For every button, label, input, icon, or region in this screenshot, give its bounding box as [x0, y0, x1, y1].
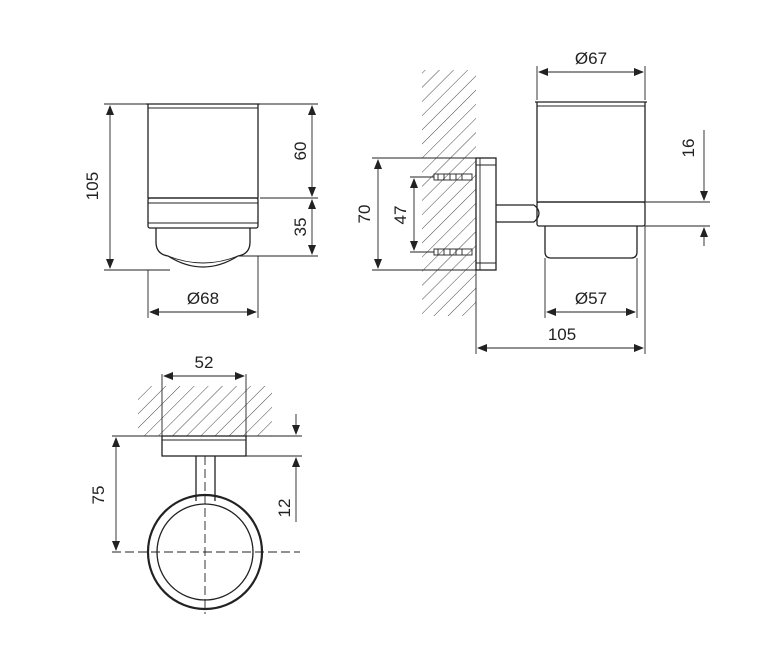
dim-side-projection: 105	[548, 325, 576, 344]
dim-side-bottom-diameter: Ø57	[575, 289, 607, 308]
dim-side-plate-height: 70	[355, 205, 374, 224]
side-ring-holder	[536, 201, 646, 227]
side-cup-bottom	[544, 226, 638, 259]
dim-side-ring-height: 16	[679, 139, 698, 158]
side-view: Ø67 16 70 47 Ø57 105	[355, 49, 710, 354]
top-wall-plate	[161, 435, 247, 457]
side-wall-hatch	[422, 70, 476, 316]
dim-side-top-diameter: Ø67	[575, 49, 607, 68]
side-glass-cup	[536, 102, 646, 203]
dim-front-cup-height: 60	[291, 142, 310, 161]
dim-front-holder-height: 35	[291, 218, 310, 237]
side-arm	[496, 204, 534, 223]
dim-top-plate-width: 52	[195, 353, 214, 372]
side-wall-plate	[475, 157, 497, 271]
top-view: 52 75 12	[89, 353, 302, 614]
front-ring-holder	[147, 197, 259, 229]
front-glass-cup	[147, 104, 259, 199]
front-view: 105 60 35 Ø68	[83, 103, 318, 318]
dim-front-height: 105	[83, 172, 102, 200]
dim-side-screw-spacing: 47	[391, 206, 410, 225]
front-cup-bottom	[155, 228, 251, 268]
top-wall-hatch	[138, 386, 272, 436]
dim-front-diameter: Ø68	[187, 289, 219, 308]
dim-top-projection: 75	[89, 486, 108, 505]
dim-top-plate-thickness: 12	[275, 499, 294, 518]
